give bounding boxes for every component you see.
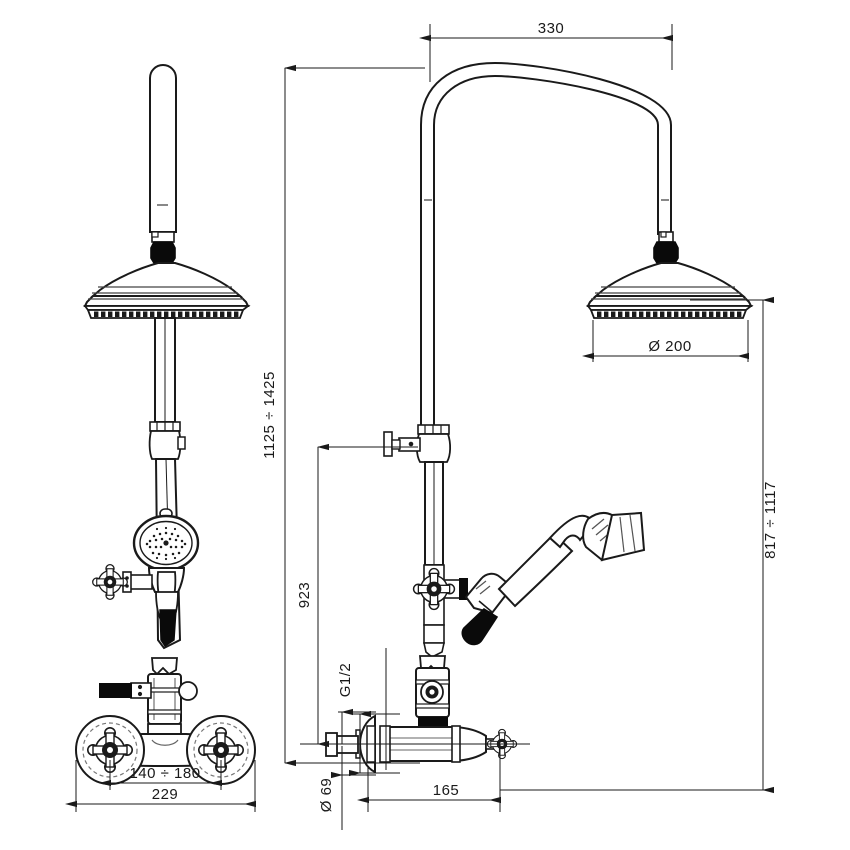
rain-shower-head-side: [586, 241, 754, 319]
dim-diameter-200: Ø 200: [648, 338, 691, 355]
riser-pipe-upper: [149, 64, 177, 243]
dimension-labels: 330 Ø 200 1125 ÷ 1425 923 817 ÷ 1117 G1/…: [129, 20, 779, 812]
rain-shower-head: [83, 241, 251, 319]
dim-height-817-1117: 817 ÷ 1117: [762, 481, 779, 559]
side-view: [325, 61, 754, 774]
dim-width-330: 330: [538, 20, 565, 37]
dim-height-923: 923: [296, 582, 313, 609]
riser-pipe-lower: [154, 317, 176, 423]
dim-centers-140-180: 140 ÷ 180: [129, 765, 200, 782]
swan-neck-arm: [420, 61, 674, 460]
dim-thread-g12: G1/2: [337, 663, 354, 698]
slide-bracket: [148, 421, 186, 460]
dim-width-229: 229: [152, 786, 179, 803]
slide-bracket-side: [383, 424, 452, 566]
dimension-lines: [65, 24, 774, 830]
dim-diameter-69: Ø 69: [318, 778, 335, 813]
dim-height-1125-1425: 1125 ÷ 1425: [261, 371, 278, 459]
hand-shower: [132, 508, 200, 647]
hand-shower-side: [461, 511, 646, 646]
dim-depth-165: 165: [433, 782, 460, 799]
front-view: [75, 64, 256, 785]
